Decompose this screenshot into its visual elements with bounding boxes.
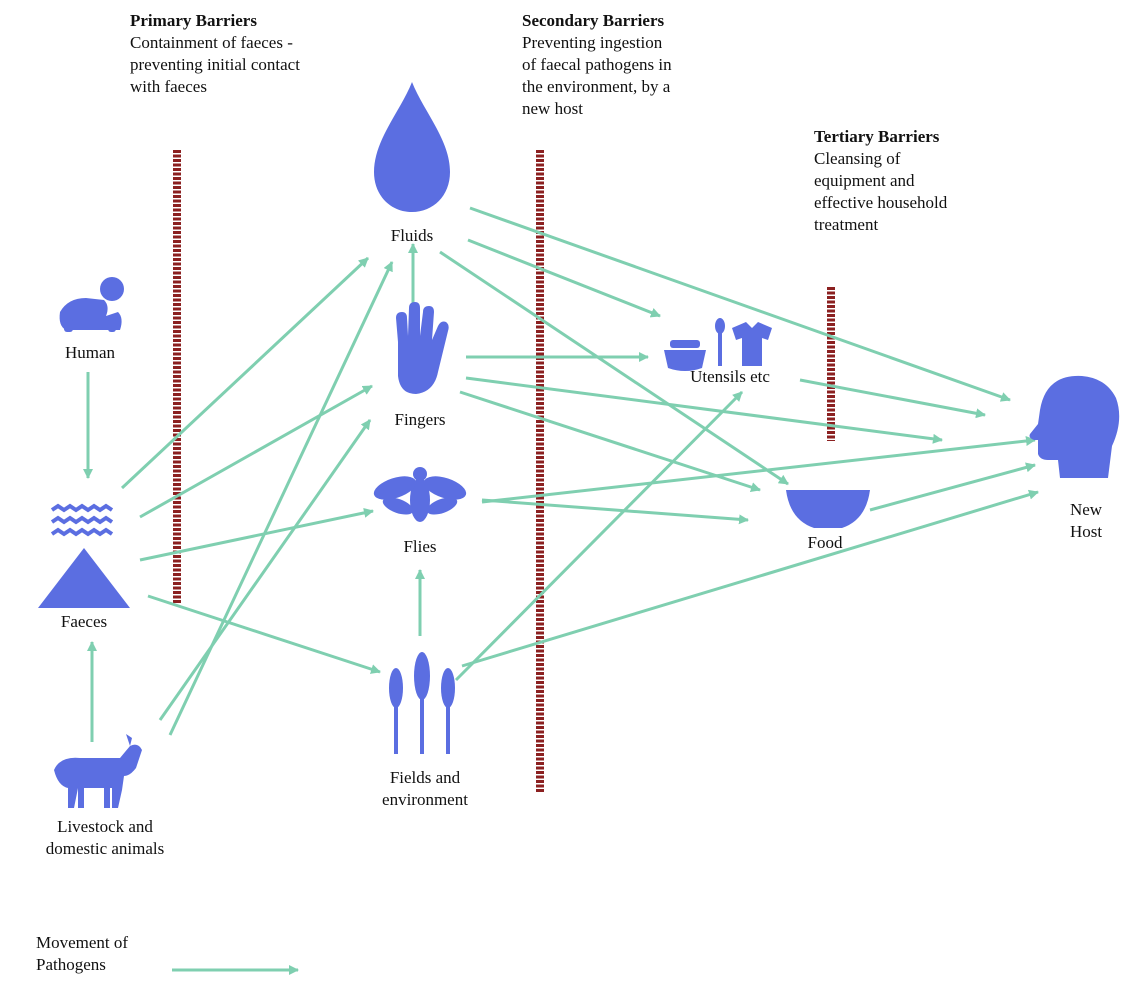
node-label-fields: Fields and environment [382, 768, 468, 809]
arrow-fluids-newhost [469, 206, 1011, 402]
tertiary-barrier-title: Tertiary Barriers [814, 127, 940, 146]
node-label-food: Food [807, 533, 843, 552]
arrow-fluids-utensils [467, 238, 661, 318]
pot-spoon-shirt-icon [664, 318, 772, 371]
arrow-fingers-food [459, 390, 761, 492]
arrow-fields-newhost [461, 489, 1039, 668]
arrow-faeces-fluids [120, 256, 370, 490]
pathogen-arrows [83, 206, 1039, 975]
arrow-faeces-fingers [139, 384, 373, 519]
wheat-icon [389, 652, 455, 754]
arrow-livestock-fingers [158, 419, 372, 721]
legend-label: Movement of Pathogens [36, 933, 129, 974]
node-label-flies: Flies [403, 537, 437, 556]
node-label-faeces: Faeces [60, 612, 108, 631]
arrow-utensils-newhost [799, 378, 986, 419]
tertiary-barrier-description: Cleansing of equipment and effective hou… [814, 149, 948, 234]
arrow-food-newhost [869, 462, 1036, 512]
arrow-faeces-fields [147, 594, 381, 674]
fly-icon [373, 467, 467, 522]
arrow-faeces-flies [139, 507, 374, 562]
primary-barrier-description: Containment of faeces - preventing initi… [130, 33, 300, 96]
node-label-human: Human [64, 343, 116, 362]
tertiary-barrier-text: Tertiary Barriers Cleansing of equipment… [814, 126, 947, 236]
secondary-barrier-description: Preventing ingestion of faecal pathogens… [522, 33, 672, 118]
arrow-livestock-fluids [168, 261, 394, 736]
arrow-fluids-food [439, 250, 789, 486]
arrow-fields-utensils [454, 390, 744, 682]
arrow-flies-food [481, 498, 749, 525]
bowl-icon [786, 490, 870, 528]
node-label-new-host: New Host [1069, 500, 1103, 541]
arrow-fingers-newhost [465, 376, 943, 444]
goat-icon [54, 734, 142, 808]
crawling-baby-icon [59, 277, 124, 332]
arrow-flies-newhost [481, 436, 1036, 504]
hand-icon [396, 302, 449, 394]
faeces-pile-icon [38, 503, 130, 608]
primary-barrier-text: Primary Barriers Containment of faeces -… [130, 10, 300, 98]
node-label-utensils: Utensils etc [690, 367, 770, 386]
node-label-fingers: Fingers [394, 410, 446, 429]
secondary-barrier-text: Secondary Barriers Preventing ingestion … [522, 10, 672, 120]
node-label-livestock: Livestock and domestic animals [45, 817, 165, 858]
head-profile-icon [1029, 375, 1120, 478]
secondary-barrier-title: Secondary Barriers [522, 11, 665, 30]
node-label-fluids: Fluids [390, 226, 434, 245]
primary-barrier-title: Primary Barriers [130, 11, 257, 30]
water-drop-icon [374, 82, 450, 212]
